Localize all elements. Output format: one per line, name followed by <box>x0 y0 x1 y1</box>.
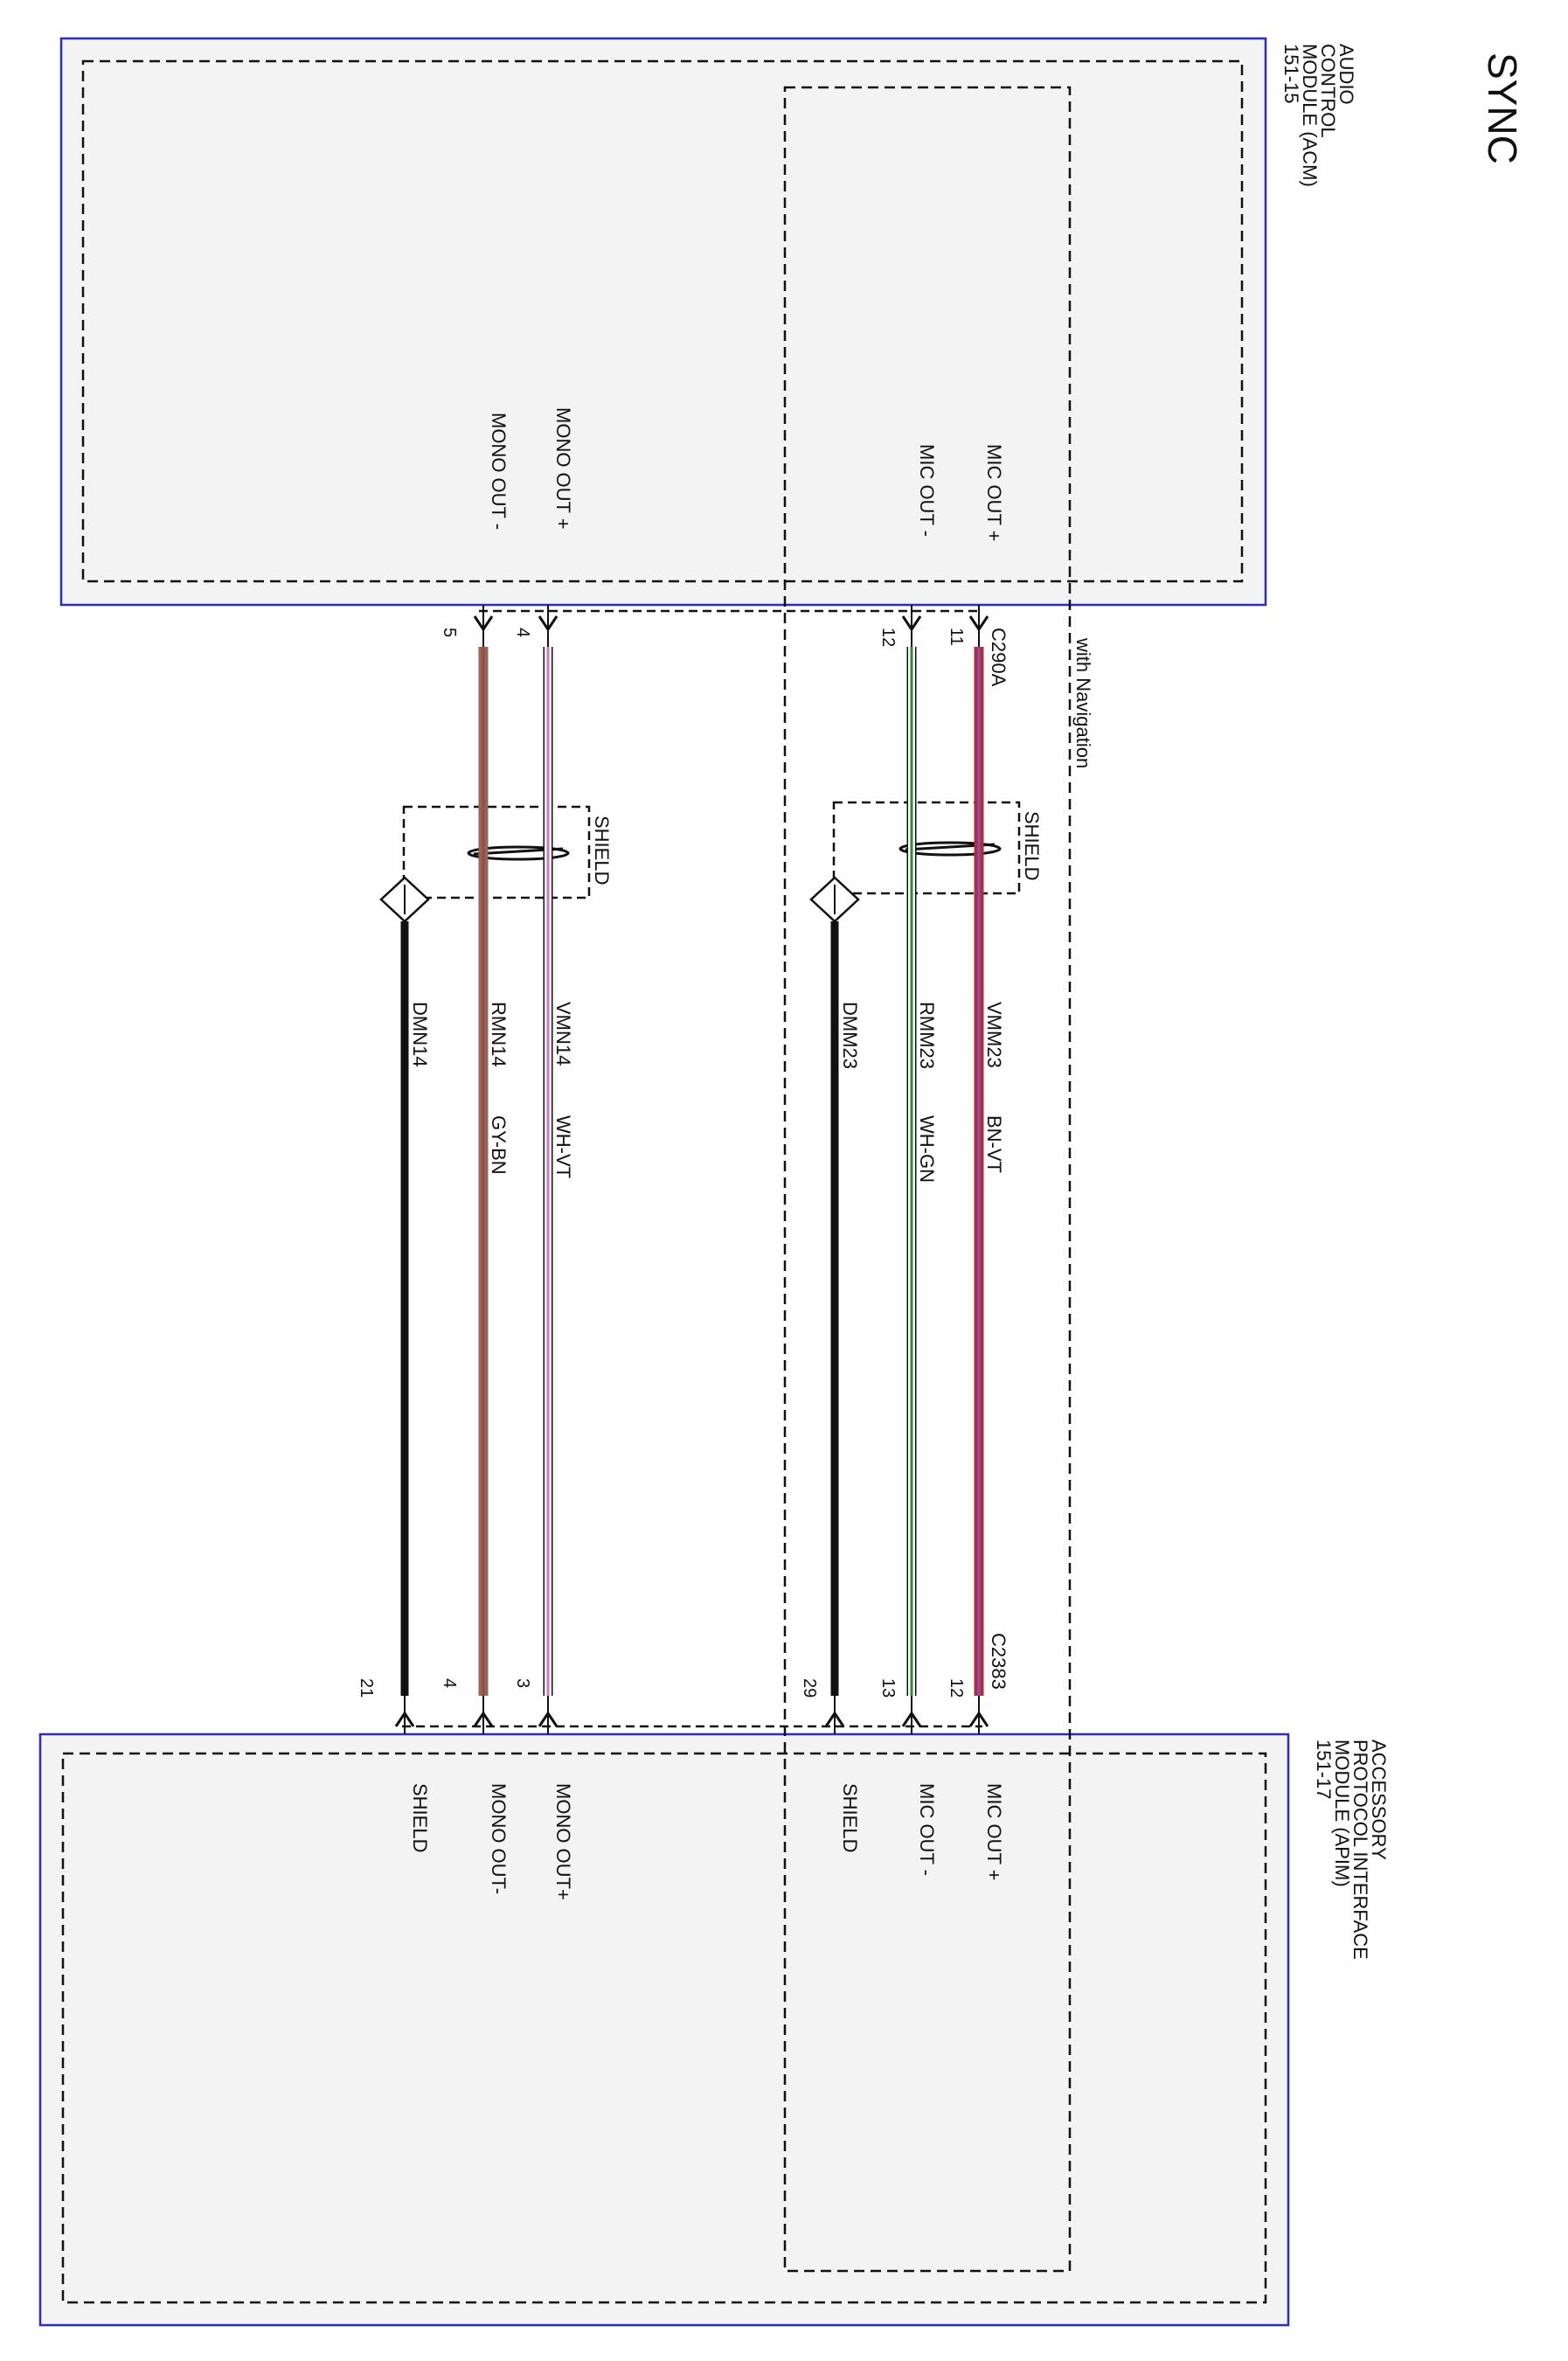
acm-name-line-4: 151-15 <box>1280 44 1302 104</box>
c290a-connector-label: C290A <box>988 628 1009 687</box>
acm-pin-number: 4 <box>513 628 532 637</box>
apim-pin-label: SHIELD <box>409 1783 431 1852</box>
apim-name-line-3: MODULE (APIM) <box>1331 1740 1353 1887</box>
apim-pin-number: 4 <box>440 1678 459 1688</box>
shield-group-mic: SHIELD <box>832 801 1043 895</box>
shield-label-mono: SHIELD <box>591 816 613 885</box>
wire-label-color: WH-GN <box>916 1115 938 1183</box>
acm-pin-label: MONO OUT + <box>552 407 574 530</box>
apim-pin-number: 12 <box>947 1678 966 1698</box>
apim-pin-number: 29 <box>800 1678 819 1698</box>
wire-label-circuit: VMN14 <box>552 1002 574 1066</box>
navigation-scope-label: with Navigation <box>1072 637 1094 768</box>
acm-pin-label: MIC OUT + <box>983 444 1005 541</box>
apim-pin-number: 13 <box>878 1678 898 1698</box>
wire-label-circuit: DMM23 <box>839 1002 861 1069</box>
apim-name-line-1: ACCESSORY <box>1368 1740 1390 1860</box>
page-title: SYNC <box>1480 52 1525 164</box>
acm-name-line-1: AUDIO <box>1336 44 1357 105</box>
acm-module: AUDIO CONTROL MODULE (ACM) 151-15 <box>59 37 1357 607</box>
acm-pin-label: MONO OUT - <box>488 413 510 530</box>
wire-label-color: WH-VT <box>552 1115 574 1178</box>
wire-label-circuit: RMN14 <box>488 1002 510 1067</box>
apim-pin-label: MONO OUT- <box>488 1783 510 1894</box>
wire-label-circuit: VMM23 <box>983 1002 1005 1068</box>
drain-splice-mono <box>379 876 430 923</box>
wire-label-color: BN-VT <box>983 1115 1005 1173</box>
apim-name-line-4: 151-17 <box>1313 1740 1335 1800</box>
apim-module: ACCESSORY PROTOCOL INTERFACE MODULE (API… <box>38 1733 1390 2327</box>
acm-pin-number: 12 <box>878 628 898 647</box>
acm-pin-label: MIC OUT - <box>916 444 938 537</box>
wire-rmm23: RMM23 WH-GN 12 13 MIC OUT - MIC OUT - <box>878 444 938 1876</box>
shield-group-mono: SHIELD <box>402 805 613 899</box>
apim-name-line-2: PROTOCOL INTERFACE <box>1349 1740 1371 1960</box>
wire-dmn14: DMN14 21 SHIELD <box>357 921 431 1852</box>
wire-label-circuit: DMN14 <box>409 1002 431 1067</box>
acm-pin-number: 11 <box>947 628 966 646</box>
navigation-scope: with Navigation <box>783 86 1094 2273</box>
wire-rmn14: RMN14 GY-BN 5 4 MONO OUT - MONO OUT- <box>440 413 510 1894</box>
apim-pin-number: 3 <box>513 1678 532 1688</box>
drain-splice-mic <box>809 876 860 923</box>
wire-vmn14: VMN14 WH-VT 4 3 MONO OUT + MONO OUT+ <box>513 407 574 1900</box>
wire-label-circuit: RMM23 <box>916 1002 938 1069</box>
acm-pin-number: 5 <box>440 628 459 637</box>
apim-pin-label: MONO OUT+ <box>552 1783 574 1900</box>
apim-pin-number: 21 <box>357 1678 376 1698</box>
acm-name-line-2: CONTROL <box>1317 44 1339 138</box>
acm-name-line-3: MODULE (ACM) <box>1299 44 1321 187</box>
apim-pin-label: SHIELD <box>839 1783 861 1852</box>
c2383-connector-label: C2383 <box>988 1633 1009 1690</box>
wire-dmm23: DMM23 29 SHIELD <box>800 921 861 1852</box>
wire-label-color: GY-BN <box>488 1115 510 1175</box>
apim-pin-label: MIC OUT + <box>983 1783 1005 1880</box>
wire-vmm23: VMM23 BN-VT 11 12 MIC OUT + MIC OUT + <box>947 444 1005 1880</box>
apim-pin-label: MIC OUT - <box>916 1783 938 1876</box>
shield-label-mic: SHIELD <box>1021 811 1043 880</box>
